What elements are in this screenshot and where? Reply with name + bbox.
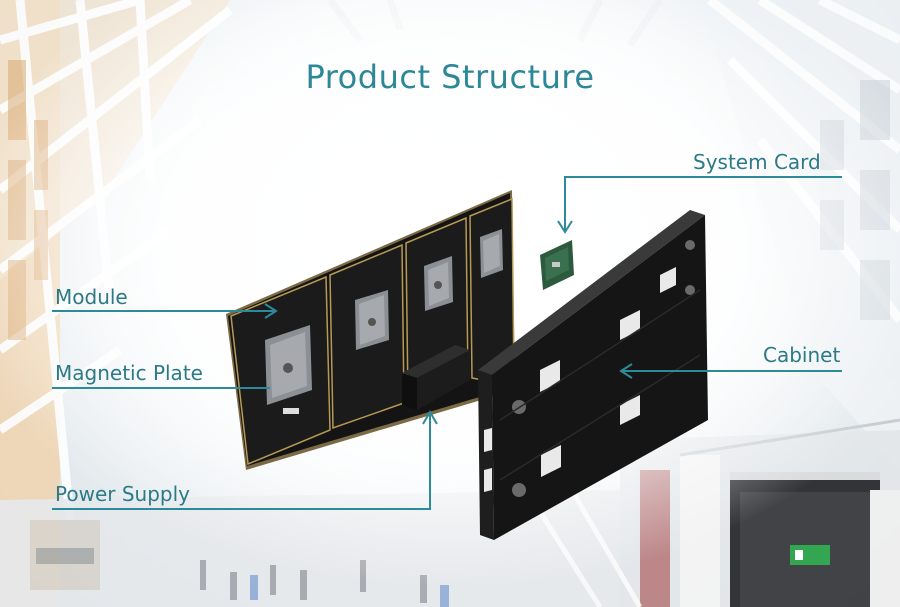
label-module: Module	[55, 285, 128, 309]
label-magnetic-plate: Magnetic Plate	[55, 361, 203, 385]
label-cabinet: Cabinet	[763, 343, 841, 367]
page-title: Product Structure	[305, 58, 595, 96]
label-system-card: System Card	[693, 150, 821, 174]
label-power-supply: Power Supply	[55, 482, 190, 506]
